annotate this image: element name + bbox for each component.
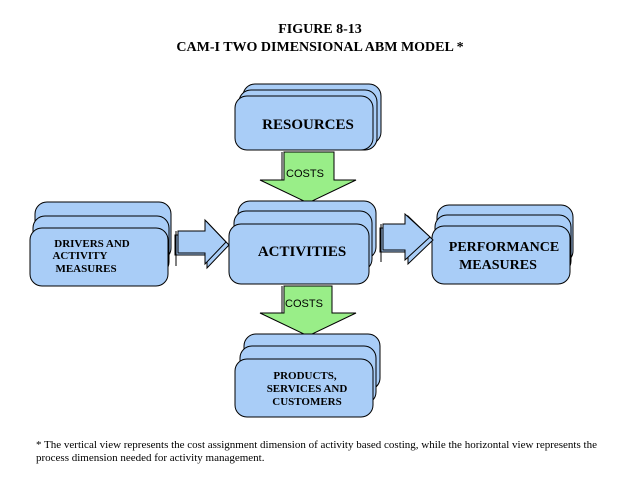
drivers-label-line2: ACTIVITY — [52, 250, 107, 262]
activities-to-performance-arrow — [379, 212, 434, 266]
costs-arrow-bottom: COSTS — [259, 285, 357, 337]
costs-label-bottom: COSTS — [285, 298, 323, 310]
products-label-line1: PRODUCTS, — [273, 370, 337, 382]
figure-title: CAM-I TWO DIMENSIONAL ABM MODEL * — [176, 40, 464, 55]
resources-box: RESOURCES — [234, 83, 382, 151]
resources-label: RESOURCES — [262, 117, 354, 133]
products-label-line2: SERVICES AND — [267, 383, 348, 395]
performance-box: PERFORMANCE MEASURES — [431, 204, 574, 285]
activities-box: ACTIVITIES — [228, 200, 377, 285]
drivers-label-line1: DRIVERS AND — [54, 238, 130, 250]
costs-arrow-top: COSTS — [259, 151, 357, 204]
footnote: * The vertical view represents the cost … — [36, 439, 597, 464]
drivers-box: DRIVERS AND ACTIVITY MEASURES — [29, 201, 172, 287]
products-label-line3: CUSTOMERS — [272, 396, 341, 408]
activities-label: ACTIVITIES — [258, 244, 346, 260]
products-box: PRODUCTS, SERVICES AND CUSTOMERS — [234, 333, 381, 418]
drivers-to-activities-arrow — [174, 218, 230, 270]
performance-label-line1: PERFORMANCE — [449, 240, 559, 255]
figure-number: FIGURE 8-13 — [278, 22, 362, 37]
costs-label-top: COSTS — [286, 168, 324, 180]
performance-label-line2: MEASURES — [459, 258, 537, 273]
drivers-label-line3: MEASURES — [55, 263, 116, 275]
